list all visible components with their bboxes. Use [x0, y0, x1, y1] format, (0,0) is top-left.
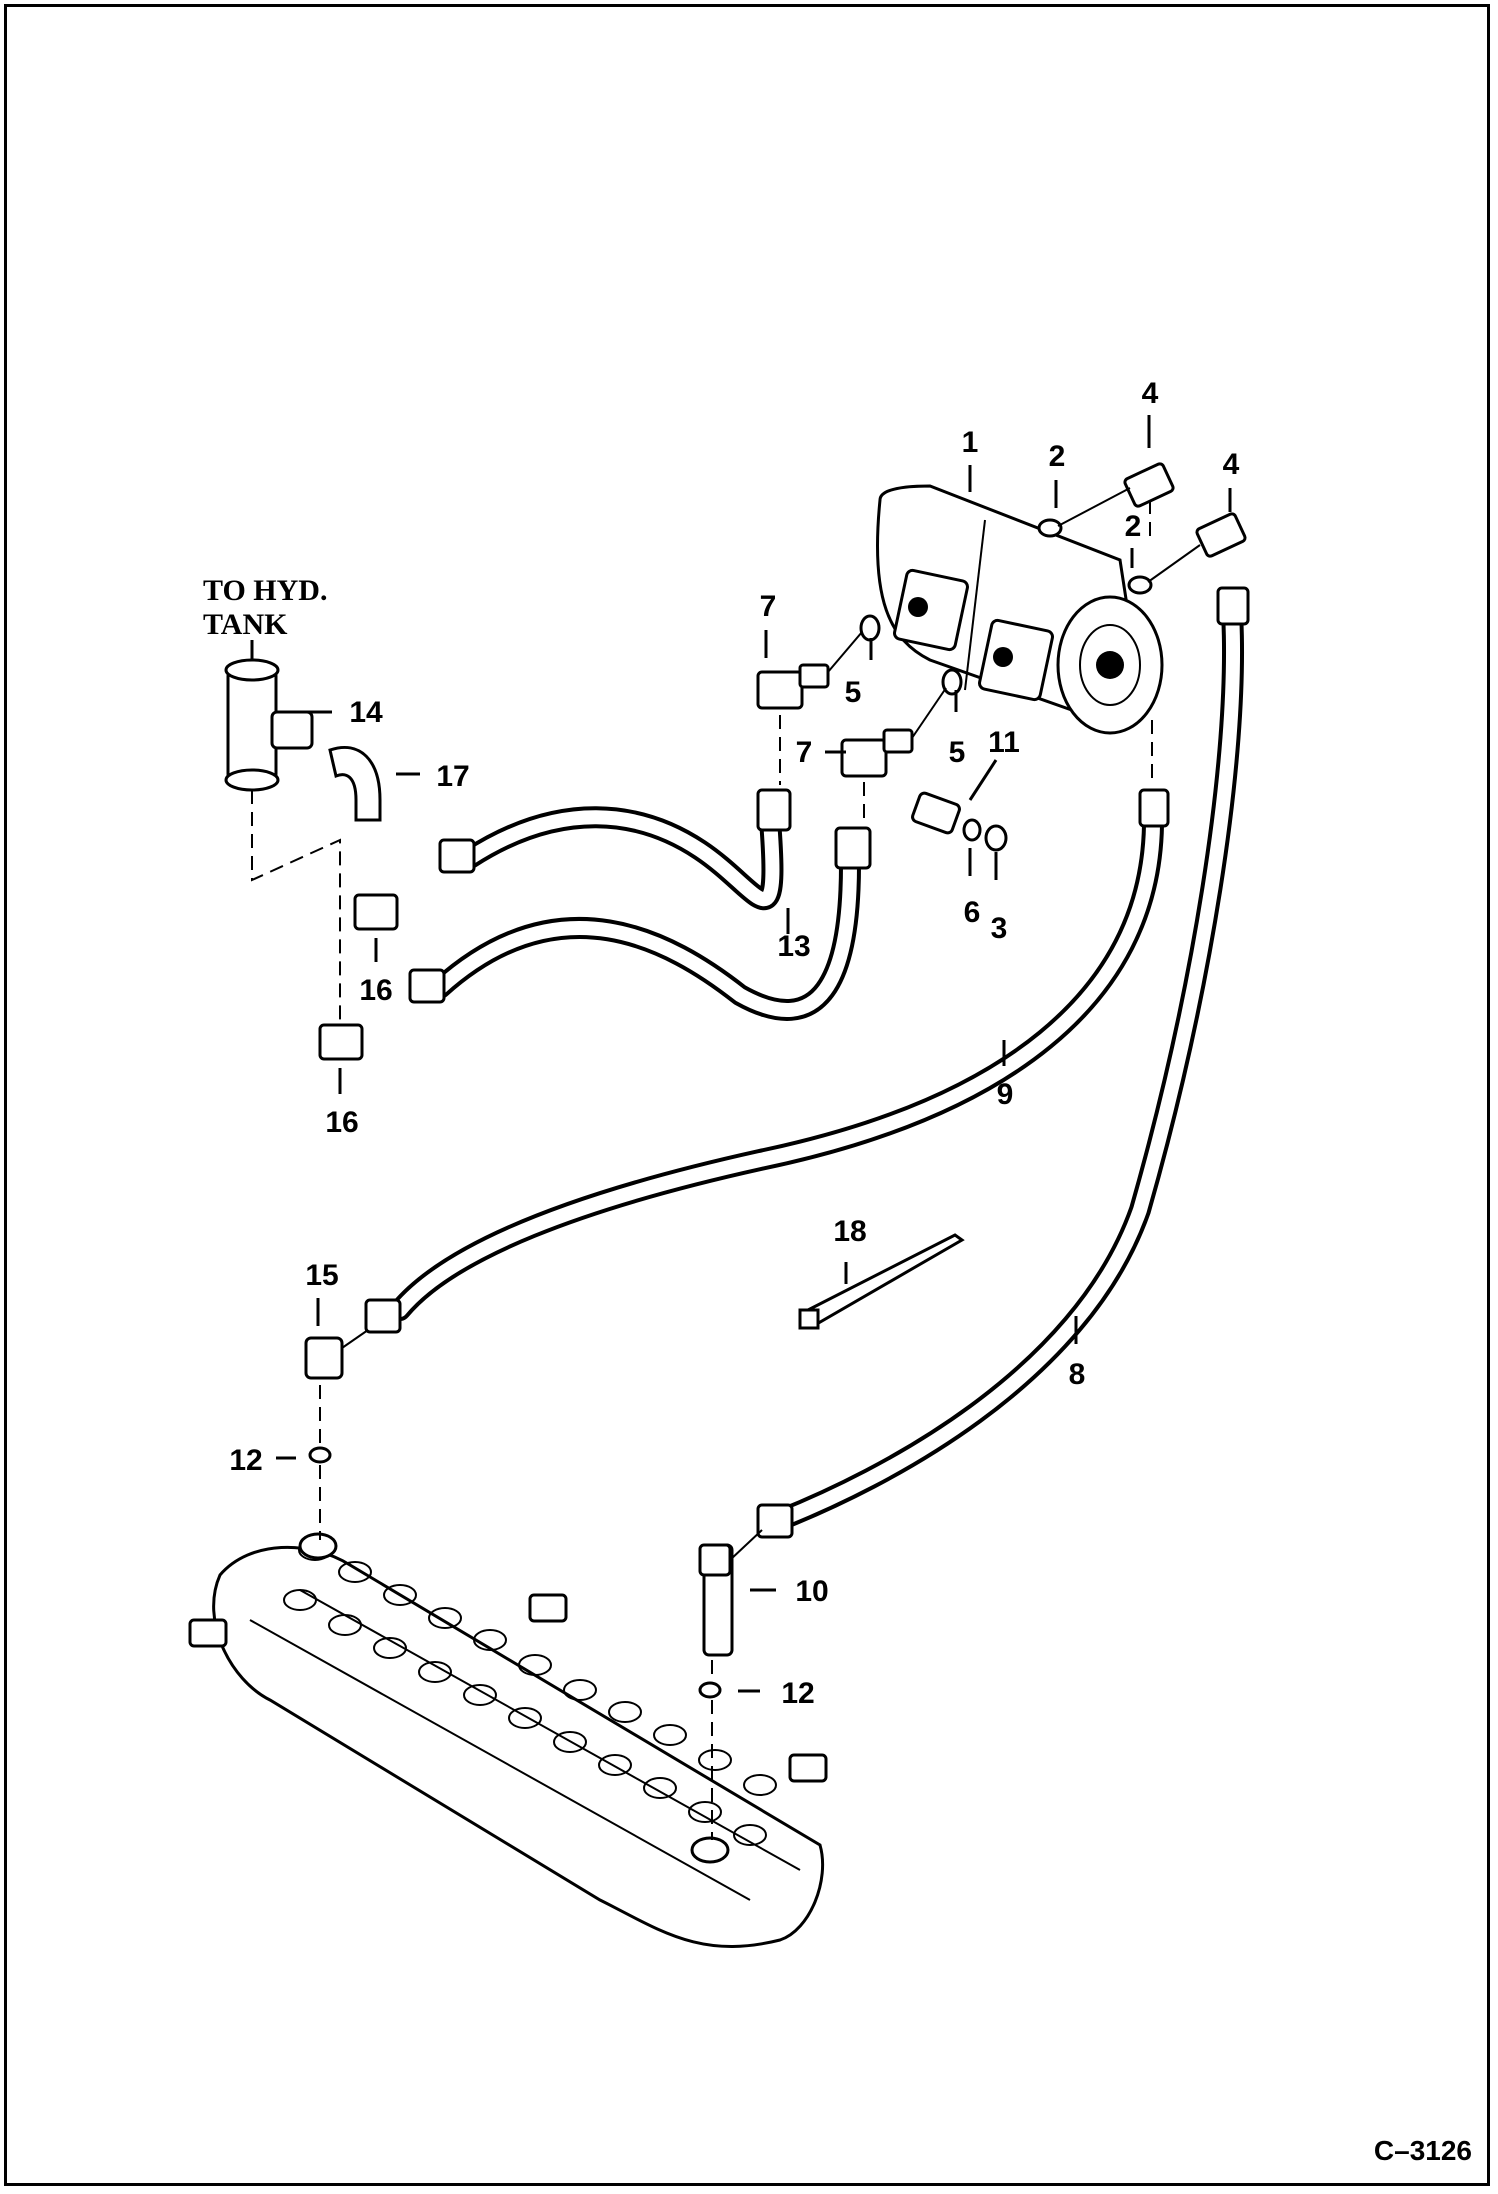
- fitting-15: [304, 1329, 369, 1380]
- figure-reference: C–3126: [1374, 2135, 1472, 2166]
- callout-16-lower: 16: [325, 1106, 358, 1139]
- callout-12-lower: 12: [781, 1677, 814, 1710]
- callout-3: 3: [991, 912, 1008, 945]
- tee-fittings-16: [318, 893, 399, 1061]
- plug-fitting: [911, 791, 961, 835]
- elbow-fittings-4: [1057, 462, 1247, 583]
- hose-13-lower: [429, 854, 861, 1021]
- callout-18: 18: [833, 1215, 866, 1248]
- callout-7-upper: 7: [760, 590, 777, 623]
- callout-2-lower: 2: [1125, 510, 1142, 543]
- o-rings-12: [308, 1446, 722, 1699]
- callout-5-upper: 5: [845, 676, 862, 709]
- callout-12-upper: 12: [229, 1444, 262, 1477]
- callout-9: 9: [997, 1078, 1014, 1111]
- hose-fittings: [364, 586, 1250, 1539]
- fitting-10: [698, 1529, 763, 1657]
- tank-label-line1: TO HYD.: [203, 574, 327, 607]
- callout-8: 8: [1069, 1358, 1086, 1391]
- elbow-fitting-17: [328, 746, 382, 822]
- callout-1: 1: [962, 426, 979, 459]
- callout-14: 14: [349, 696, 383, 729]
- tank-return-path: [251, 790, 341, 1025]
- hose-8: [769, 601, 1245, 1531]
- leader-lines: [250, 415, 1232, 1693]
- callout-17: 17: [436, 760, 469, 793]
- callout-4-upper: 4: [1142, 377, 1159, 410]
- callout-4-lower: 4: [1223, 448, 1240, 481]
- hose-9: [389, 814, 1164, 1321]
- callout-13: 13: [777, 930, 810, 963]
- callout-15: 15: [305, 1259, 338, 1292]
- callout-16-upper: 16: [359, 974, 392, 1007]
- callout-7-lower: 7: [796, 736, 813, 769]
- alignment-lines: [319, 500, 1153, 1840]
- gear-pump: [876, 484, 1164, 735]
- tee-fitting-14: [224, 658, 314, 792]
- callout-5-lower: 5: [949, 736, 966, 769]
- control-valve: [188, 1532, 828, 1948]
- callout-2-upper: 2: [1049, 440, 1066, 473]
- callout-10: 10: [795, 1575, 828, 1608]
- cable-tie: [798, 1233, 965, 1330]
- o-rings: [859, 518, 1153, 852]
- hose-13-upper: [459, 806, 784, 911]
- figure-border: [4, 4, 1490, 2186]
- tank-label-line2: TANK: [203, 608, 288, 641]
- callout-6: 6: [964, 896, 981, 929]
- elbow-fittings-7: [756, 631, 947, 778]
- callout-11: 11: [988, 726, 1020, 759]
